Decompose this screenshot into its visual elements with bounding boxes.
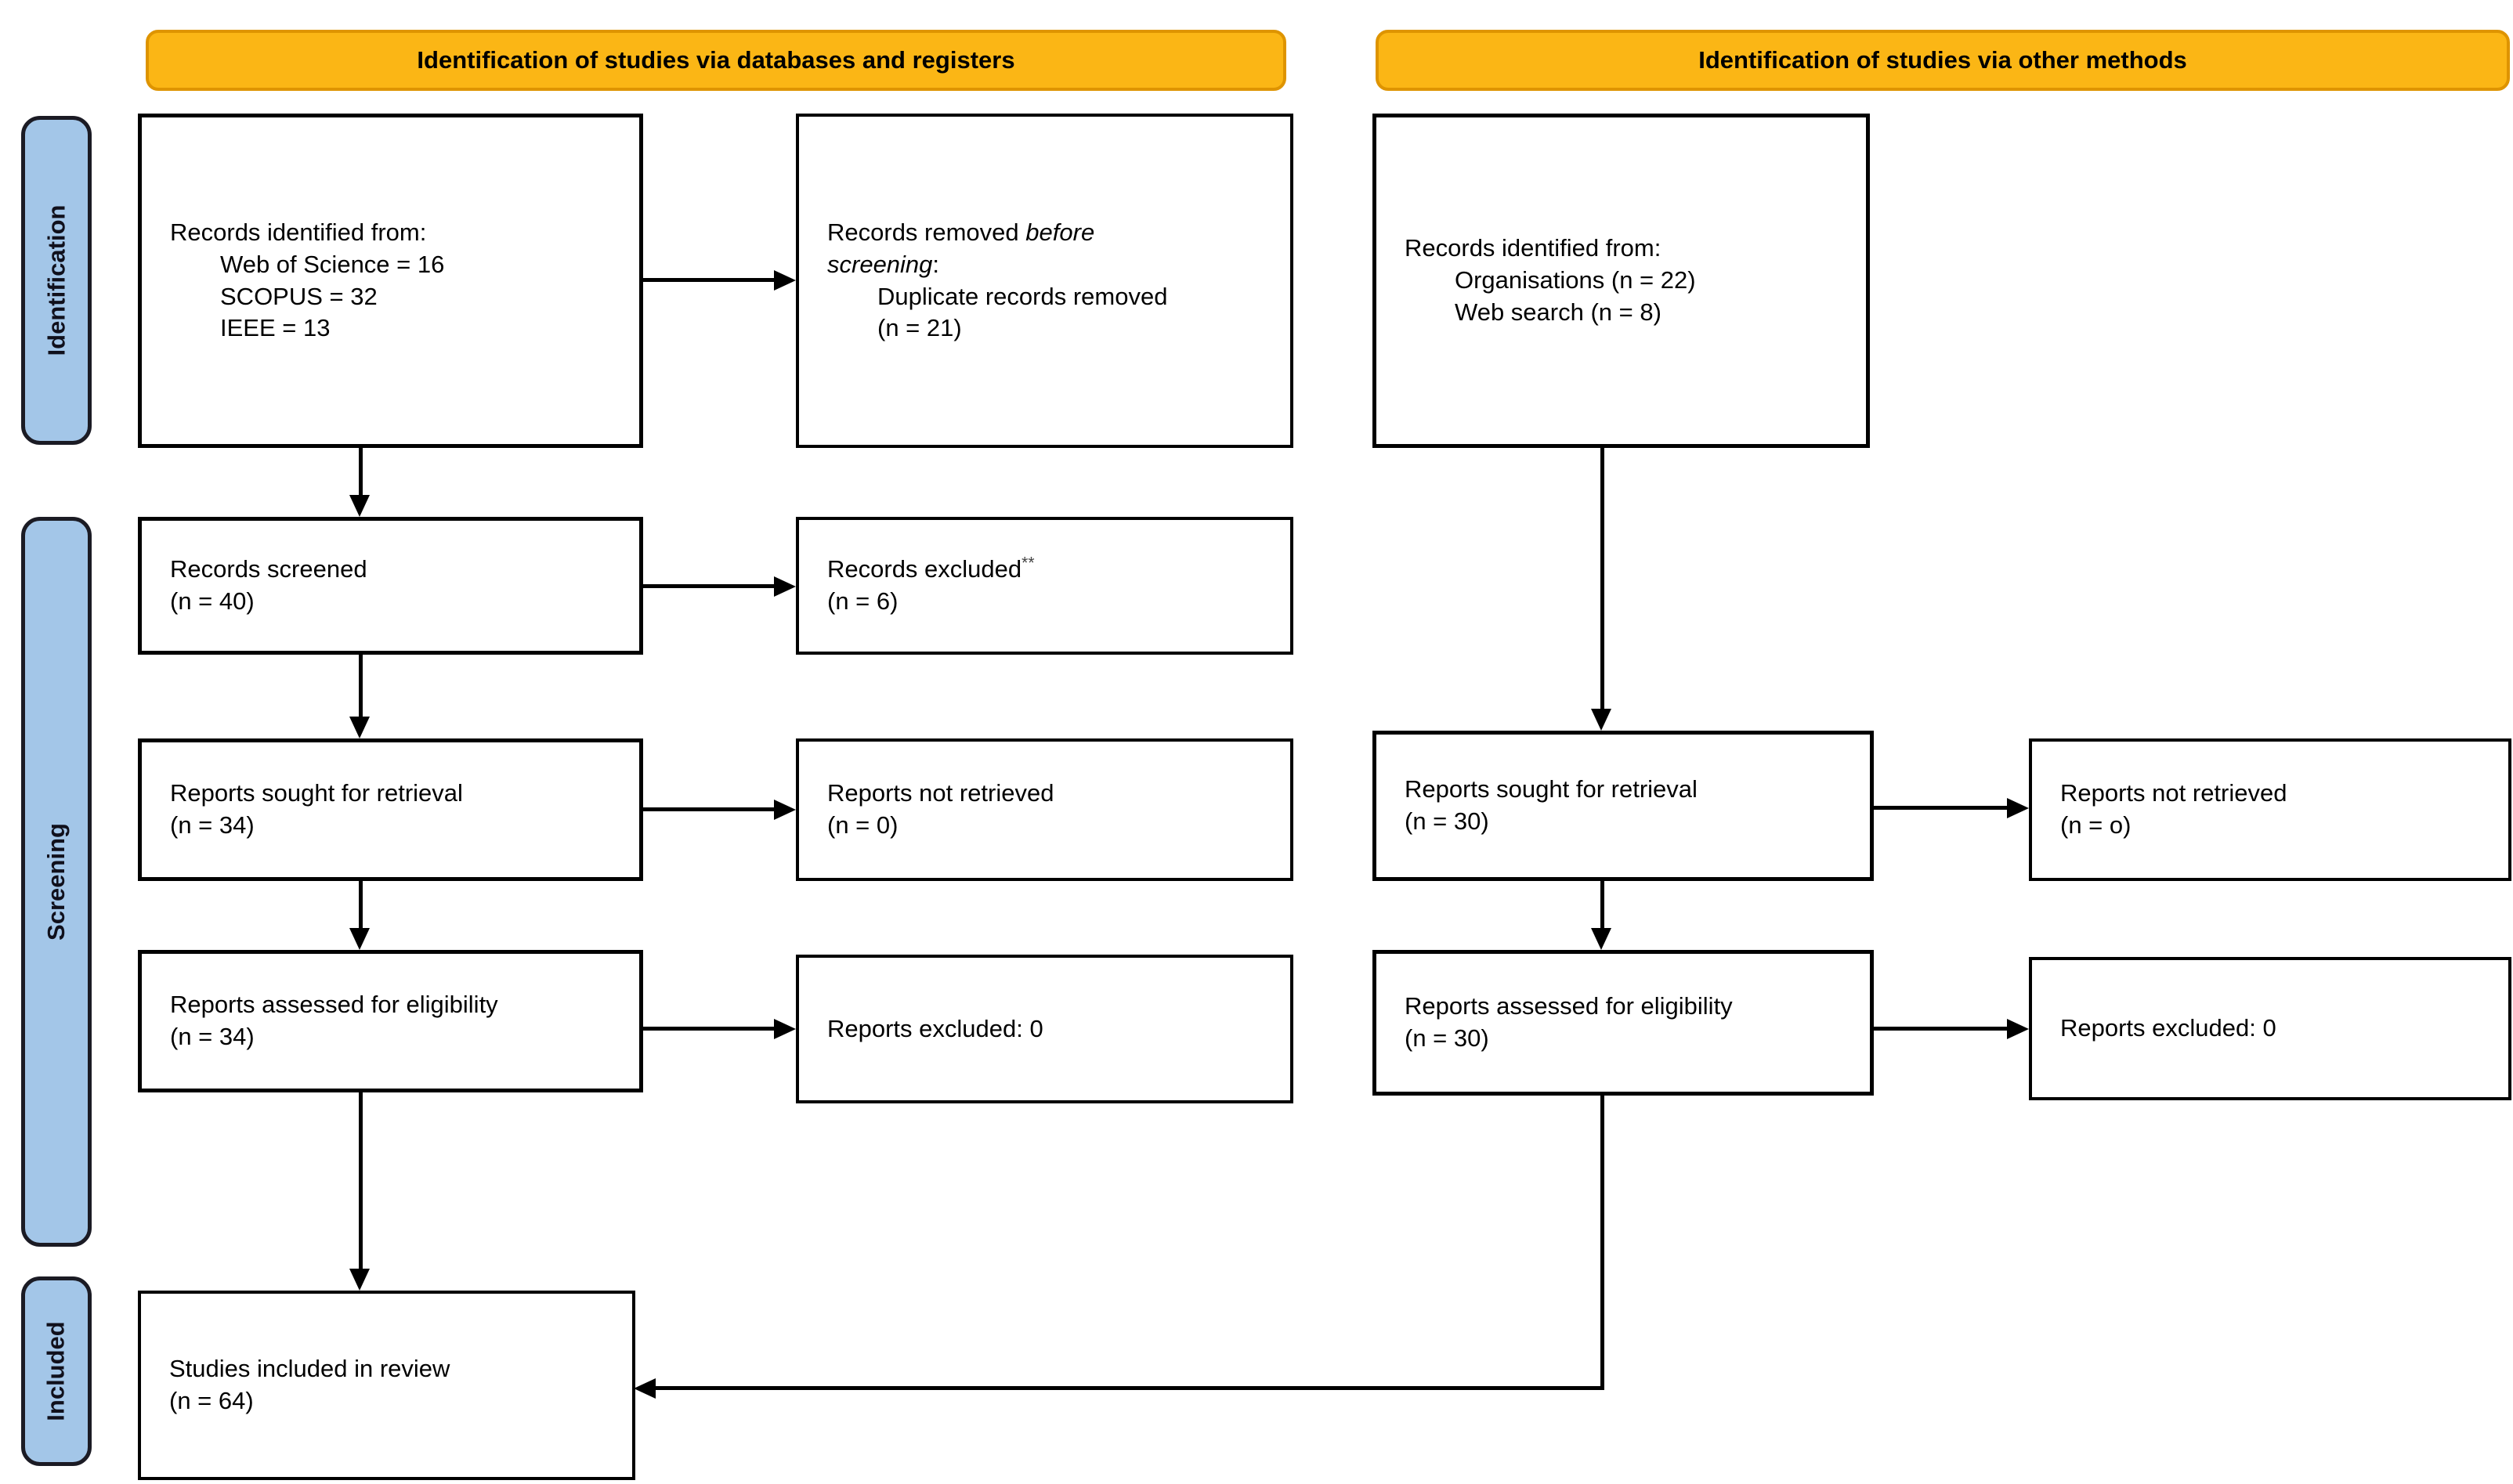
box-line: (n = 30) — [1405, 807, 1489, 835]
stage-screening-label: Screening — [42, 823, 71, 941]
arrow-line — [1874, 1027, 2007, 1031]
box-reports-excluded-databases: Reports excluded: 0 — [796, 955, 1293, 1103]
stage-included-label: Included — [42, 1321, 71, 1421]
box-line: Records removed before — [827, 218, 1095, 246]
arrow-line — [359, 881, 363, 928]
box-studies-included: Studies included in review (n = 64) — [138, 1291, 635, 1480]
box-line: (n = 21) — [877, 314, 962, 342]
box-line: Organisations (n = 22) — [1455, 266, 1696, 294]
stage-identification-label: Identification — [42, 204, 71, 356]
box-reports-excluded-other: Reports excluded: 0 — [2029, 957, 2511, 1100]
box-line: Duplicate records removed — [877, 282, 1168, 310]
box-reports-not-retrieved-databases: Reports not retrieved (n = 0) — [796, 738, 1293, 881]
arrow-line — [643, 1027, 774, 1031]
arrow-line — [643, 584, 774, 588]
arrow-head — [1591, 709, 1611, 731]
banner-other-methods: Identification of studies via other meth… — [1376, 30, 2510, 91]
box-records-identified-databases: Records identified from: Web of Science … — [138, 114, 643, 448]
box-reports-sought-databases: Reports sought for retrieval (n = 34) — [138, 738, 643, 881]
banner-databases-registers: Identification of studies via databases … — [146, 30, 1286, 91]
banner-other-label: Identification of studies via other meth… — [1698, 46, 2187, 74]
box-line: Reports excluded: 0 — [827, 1014, 1043, 1042]
arrow-head — [2007, 1019, 2029, 1039]
arrow-line — [359, 655, 363, 717]
box-reports-not-retrieved-other: Reports not retrieved (n = o) — [2029, 738, 2511, 881]
box-reports-assessed-other: Reports assessed for eligibility (n = 30… — [1372, 950, 1874, 1096]
box-line: (n = 40) — [170, 587, 255, 615]
box-line: Reports assessed for eligibility — [170, 991, 498, 1019]
arrow-line — [1600, 881, 1604, 928]
box-line: screening: — [827, 250, 940, 278]
arrow-head — [2007, 798, 2029, 818]
arrow-line — [656, 1386, 1604, 1390]
box-line: Reports sought for retrieval — [170, 779, 463, 807]
arrow-head — [774, 270, 796, 291]
box-records-identified-other: Records identified from: Organisations (… — [1372, 114, 1870, 448]
box-line: Reports not retrieved — [827, 779, 1054, 807]
box-line: Records identified from: — [170, 218, 427, 246]
box-line: Web search (n = 8) — [1455, 298, 1661, 326]
arrow-head — [349, 717, 370, 738]
box-records-removed-before-screening: Records removed before screening: Duplic… — [796, 114, 1293, 448]
box-line: SCOPUS = 32 — [220, 282, 378, 310]
box-line: Studies included in review — [169, 1355, 450, 1383]
arrow-head — [634, 1378, 656, 1399]
box-reports-sought-other: Reports sought for retrieval (n = 30) — [1372, 731, 1874, 881]
box-line: (n = 64) — [169, 1387, 254, 1414]
arrow-head — [349, 1269, 370, 1291]
arrow-head — [349, 495, 370, 517]
box-line: Reports assessed for eligibility — [1405, 992, 1733, 1020]
arrow-line — [643, 278, 774, 282]
box-line: (n = 34) — [170, 811, 255, 839]
box-line: (n = 30) — [1405, 1024, 1489, 1052]
box-records-excluded: Records excluded** (n = 6) — [796, 517, 1293, 655]
arrow-head — [774, 576, 796, 597]
stage-included: Included — [21, 1276, 92, 1466]
box-line: (n = 34) — [170, 1023, 255, 1050]
box-line: IEEE = 13 — [220, 314, 331, 342]
arrow-head — [1591, 928, 1611, 950]
box-line: Records screened — [170, 555, 367, 583]
box-line: Reports sought for retrieval — [1405, 775, 1698, 803]
arrow-head — [774, 800, 796, 820]
arrow-line — [1600, 448, 1604, 709]
arrow-line — [643, 807, 774, 811]
box-line: Web of Science = 16 — [220, 250, 445, 278]
arrow-line — [359, 1092, 363, 1269]
arrow-line — [1874, 806, 2007, 810]
box-line: (n = o) — [2060, 811, 2132, 839]
box-line: Records excluded** — [827, 554, 1035, 583]
stage-screening: Screening — [21, 517, 92, 1247]
banner-databases-label: Identification of studies via databases … — [417, 46, 1015, 74]
arrow-line — [359, 448, 363, 495]
box-reports-assessed-databases: Reports assessed for eligibility (n = 34… — [138, 950, 643, 1092]
footnote-marker: ** — [1021, 554, 1035, 572]
box-line: Reports excluded: 0 — [2060, 1014, 2276, 1042]
arrow-line — [1600, 1096, 1604, 1389]
box-records-screened: Records screened (n = 40) — [138, 517, 643, 655]
arrow-head — [774, 1019, 796, 1039]
box-line: (n = 0) — [827, 811, 899, 839]
box-line: (n = 6) — [827, 587, 899, 615]
arrow-head — [349, 928, 370, 950]
box-line: Records identified from: — [1405, 234, 1661, 262]
box-line: Reports not retrieved — [2060, 779, 2287, 807]
stage-identification: Identification — [21, 116, 92, 445]
